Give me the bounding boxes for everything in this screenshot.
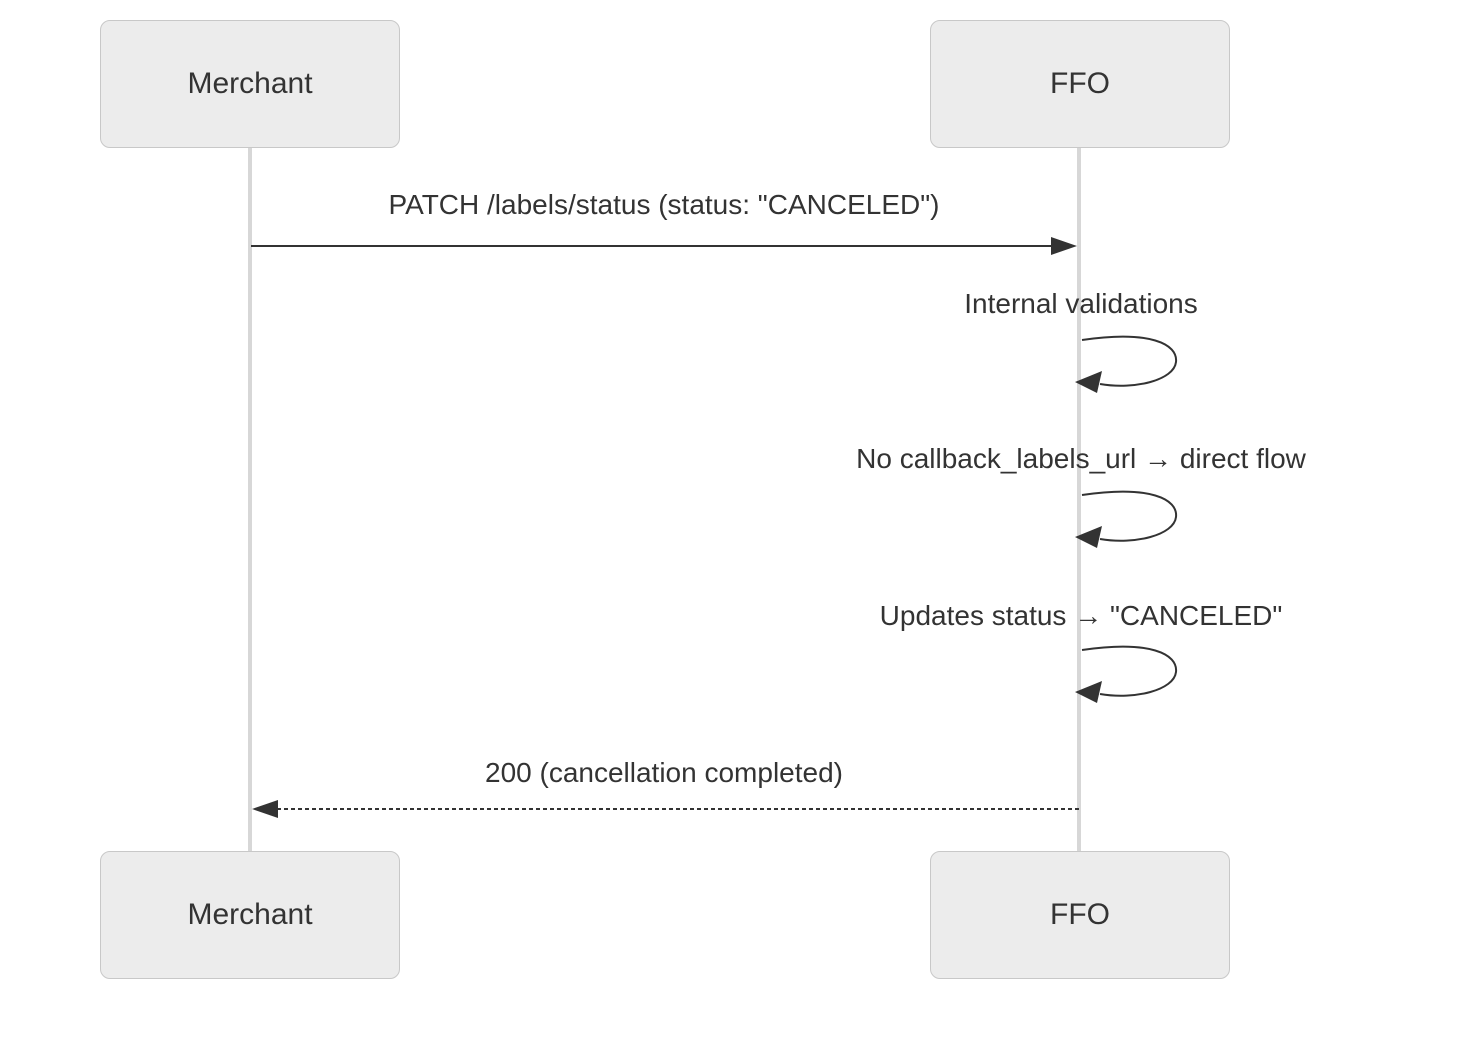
actor-box-ffo-bottom: FFO bbox=[930, 851, 1230, 979]
self-loop-1-arrow bbox=[1075, 335, 1178, 393]
actor-label-merchant: Merchant bbox=[187, 67, 313, 100]
self-loop-3-label: Updates status → "CANCELED" bbox=[879, 600, 1283, 631]
return-message-label: 200 (cancellation completed) bbox=[485, 757, 843, 788]
self-loop-2-arrow bbox=[1075, 490, 1178, 548]
actor-box-merchant-bottom: Merchant bbox=[100, 851, 400, 979]
actor-box-ffo-top: FFO bbox=[930, 20, 1230, 148]
actor-label-merchant-bottom: Merchant bbox=[187, 898, 313, 931]
message-1-label: PATCH /labels/status (status: "CANCELED"… bbox=[388, 189, 940, 220]
actor-label-ffo: FFO bbox=[1050, 67, 1110, 100]
message-1-arrow bbox=[251, 237, 1077, 255]
self-loop-2-label: No callback_labels_url → direct flow bbox=[856, 443, 1306, 474]
actor-label-ffo-bottom: FFO bbox=[1050, 898, 1110, 931]
return-message-arrow bbox=[252, 800, 1079, 818]
self-loop-3-arrow bbox=[1075, 645, 1178, 703]
actor-box-merchant-top: Merchant bbox=[100, 20, 400, 148]
self-loop-1-label: Internal validations bbox=[964, 288, 1198, 319]
